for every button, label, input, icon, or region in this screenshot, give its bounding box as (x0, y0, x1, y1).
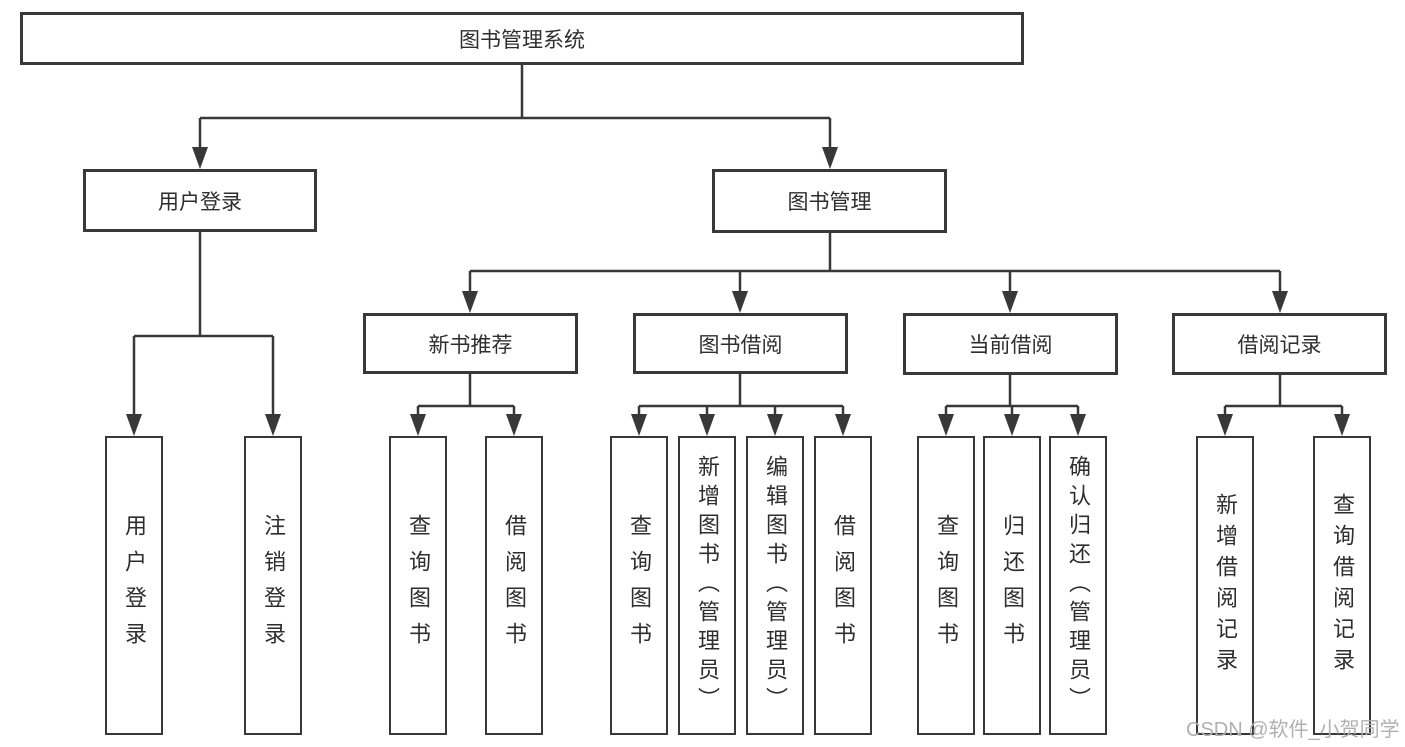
leaf-label: 查询图书 (406, 513, 431, 658)
leaf-current-query-books: 查询图书 (917, 436, 975, 735)
node-new-book-recommend: 新书推荐 (363, 313, 578, 374)
node-root-library-system: 图书管理系统 (20, 12, 1024, 65)
leaf-label: 查询图书 (934, 513, 959, 658)
leaf-record-add: 新增借阅记录 (1196, 436, 1254, 735)
csdn-watermark: CSDN @软件_小贺同学 (1186, 719, 1400, 741)
node-label: 新书推荐 (428, 333, 513, 357)
node-label: 图书管理 (787, 191, 872, 214)
leaf-label: 新增图书（管理员） (695, 455, 720, 716)
node-book-borrow: 图书借阅 (633, 313, 848, 374)
leaf-user-login: 用户登录 (105, 436, 163, 735)
leaf-borrow-add-books-admin: 新增图书（管理员） (678, 436, 736, 735)
arrow-down-icons (126, 147, 1350, 436)
node-user-login: 用户登录 (83, 169, 317, 232)
leaf-recommend-query-books: 查询图书 (389, 436, 447, 735)
leaf-current-return-books: 归还图书 (983, 436, 1041, 735)
leaf-label: 新增借阅记录 (1213, 492, 1238, 679)
leaf-logout: 注销登录 (244, 436, 302, 735)
leaf-label: 归还图书 (1000, 513, 1025, 658)
leaf-label: 查询借阅记录 (1330, 492, 1355, 679)
leaf-current-confirm-return-admin: 确认归还（管理员） (1049, 436, 1107, 735)
node-label: 当前借阅 (968, 334, 1053, 357)
leaf-label: 查询图书 (627, 513, 652, 658)
leaf-label: 注销登录 (261, 513, 286, 658)
node-book-management: 图书管理 (712, 169, 947, 233)
leaf-borrow-query-books: 查询图书 (610, 436, 668, 735)
node-label: 图书管理系统 (459, 28, 585, 52)
leaf-recommend-borrow-books: 借阅图书 (485, 436, 543, 735)
node-borrow-record: 借阅记录 (1172, 313, 1387, 375)
node-label: 用户登录 (158, 190, 242, 214)
node-current-borrow: 当前借阅 (903, 313, 1118, 375)
node-label: 借阅记录 (1237, 334, 1322, 357)
leaf-label: 编辑图书（管理员） (763, 455, 788, 716)
leaf-record-query: 查询借阅记录 (1313, 436, 1371, 735)
leaf-borrow-edit-books-admin: 编辑图书（管理员） (746, 436, 804, 735)
node-label: 图书借阅 (698, 333, 783, 357)
leaf-label: 确认归还（管理员） (1066, 455, 1091, 716)
leaf-label: 借阅图书 (502, 513, 527, 658)
leaf-borrow-borrow-books: 借阅图书 (814, 436, 872, 735)
leaf-label: 借阅图书 (831, 513, 856, 658)
leaf-label: 用户登录 (122, 513, 147, 658)
tree-edges (132, 65, 1344, 418)
